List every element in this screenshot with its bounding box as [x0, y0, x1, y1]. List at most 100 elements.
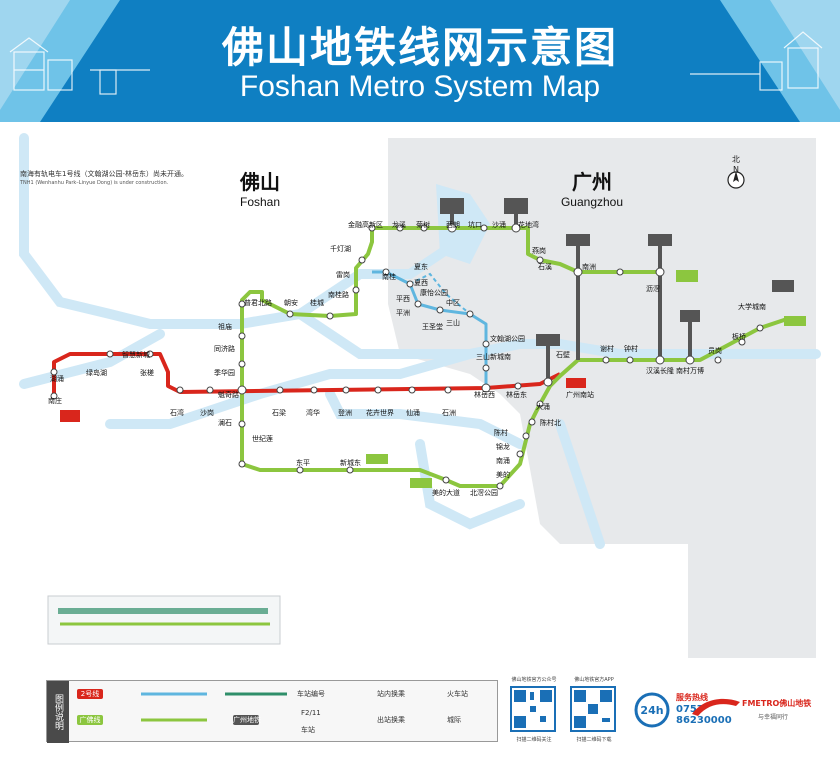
station-pingzhou[interactable]: 平洲	[396, 309, 410, 317]
station-zumiao[interactable]: 祖庙	[218, 323, 232, 331]
station-huadiwan[interactable]: 花地湾	[518, 221, 539, 229]
station-dengzhou[interactable]: 登洲	[338, 409, 352, 417]
station-shijige[interactable]: 世纪莲	[252, 435, 273, 443]
brand-slogan: 与幸福同行	[758, 714, 789, 721]
station-nancunwanbo[interactable]: 南村万博	[676, 367, 704, 375]
station-linyuedong[interactable]: 林岳东	[506, 391, 527, 399]
station-longxi[interactable]: 龙溪	[392, 221, 406, 229]
station-guangzhounan[interactable]: 广州南站	[566, 391, 594, 399]
hotline-number-area: 0757	[676, 704, 704, 715]
station-zhongcun[interactable]: 钟村	[624, 345, 638, 353]
station-shaxi[interactable]: 沙涌	[492, 221, 506, 229]
station-daxuecheng[interactable]: 大学城南	[738, 303, 766, 311]
qr-code-wechat[interactable]	[510, 686, 556, 732]
hotline-24h-icon: 24h	[634, 692, 670, 728]
map-title-chinese: 佛山地铁线网示意图	[221, 23, 618, 72]
station-nanjin[interactable]: 南桂	[382, 273, 396, 281]
station-nanzhuang[interactable]: 南庄	[48, 397, 62, 405]
legend-line-samples	[141, 692, 287, 722]
map-title-english: Foshan Metro System Map	[239, 70, 601, 103]
station-wangfu[interactable]: 王圣堂	[422, 323, 443, 331]
station-nanzhou[interactable]: 南洲	[582, 263, 596, 271]
station-meide[interactable]: 美的	[496, 471, 510, 479]
station-kuiqi[interactable]: 魁奇路	[218, 391, 239, 399]
station-lijiao[interactable]: 沥滘	[646, 285, 660, 293]
station-lvdaohu[interactable]: 绿岛湖	[86, 369, 107, 377]
qr-code-app[interactable]	[570, 686, 616, 732]
station-qiandenghu[interactable]: 千灯湖	[330, 245, 351, 253]
station-dongping[interactable]: 东平	[296, 459, 310, 467]
station-xinchengdong[interactable]: 新城东	[340, 459, 361, 467]
qr-app-caption: 扫描二维码下载	[576, 737, 612, 743]
station-kengkou[interactable]: 坑口	[468, 221, 482, 229]
station-shixi[interactable]: 石溪	[538, 263, 552, 271]
station-tongxi[interactable]: 桂城	[310, 299, 324, 307]
legend-line2: 2号线	[77, 689, 106, 699]
station-sanshanxincheng[interactable]: 三山新城南	[476, 353, 511, 361]
station-jiaoyu[interactable]: 中区	[446, 299, 460, 307]
station-chencun[interactable]: 陈村北	[540, 419, 561, 427]
station-xiadong[interactable]: 夏东	[414, 263, 428, 271]
station-xiecun[interactable]: 谢村	[600, 345, 614, 353]
station-sanshan[interactable]: 三山	[446, 319, 460, 327]
tram-route	[409, 272, 471, 315]
station-jinlong[interactable]: 锦龙	[496, 443, 510, 451]
qr-app-title: 佛山地铁官方APP	[574, 677, 614, 683]
station-shiliang[interactable]: 石梁	[272, 409, 286, 417]
station-dayong[interactable]: 大涌	[536, 403, 550, 411]
station-jihua[interactable]: 季华园	[214, 369, 235, 377]
station-yuanyue[interactable]: 员岗	[708, 347, 722, 355]
station-shibi[interactable]: 石壁	[556, 351, 570, 359]
station-zhihuixincheng[interactable]: 智慧新城	[122, 351, 150, 359]
station-linyuexi[interactable]: 林岳西	[474, 391, 495, 399]
station-juxi[interactable]: 菊树	[416, 221, 430, 229]
station-leigang[interactable]: 雷岗	[336, 271, 350, 279]
foshan-label-cn: 佛山	[240, 170, 280, 194]
legend-panel: 图例说明 2号线 广佛线 广州地铁 车站编号 F2/11 车站 站内换乘 出站换…	[46, 680, 498, 743]
station-jinrong[interactable]: 金融高新区	[348, 221, 383, 229]
station-wenhan[interactable]: 文翰湖公园	[490, 335, 525, 343]
header-right-decoration	[690, 0, 840, 122]
foshan-label-en: Foshan	[239, 195, 281, 209]
station-huhai[interactable]: 湖涌	[50, 375, 64, 383]
station-lanshi[interactable]: 澜石	[218, 419, 232, 427]
station-xiaxi[interactable]: 夏西	[414, 279, 428, 287]
north-label-en: N	[733, 165, 739, 174]
station-xianyong[interactable]: 仙涌	[406, 409, 420, 417]
qr-wechat-title: 佛山地铁官方公众号	[511, 677, 557, 683]
station-zhangcha[interactable]: 张槎	[140, 369, 154, 377]
station-tongjilu[interactable]: 同济路	[214, 345, 235, 353]
station-shiwan[interactable]: 石湾	[170, 409, 184, 417]
station-pujun[interactable]: 普君北路	[244, 299, 272, 307]
network-preview	[47, 595, 281, 645]
station-xilang[interactable]: 西朗	[446, 221, 460, 229]
station-banqiao[interactable]: 板桥	[732, 333, 746, 341]
north-arrow	[727, 171, 745, 189]
footer: 图例说明 2号线 广佛线 广州地铁 车站编号 F2/11 车站 站内换乘 出站换…	[0, 672, 840, 776]
station-beijiao[interactable]: 北滘公园	[470, 489, 498, 497]
station-huahuishijie[interactable]: 花卉世界	[366, 409, 394, 417]
qr-pattern-icon	[514, 690, 552, 728]
legend-transfer: 站内换乘	[377, 690, 405, 698]
station-shaoxi[interactable]: 石洲	[442, 409, 456, 417]
station-pingxi[interactable]: 平西	[396, 295, 410, 303]
note-chinese: 南海有轨电车1号线（文翰湖公园-林岳东）尚未开通。	[20, 170, 188, 178]
station-nanyong[interactable]: 南涌	[496, 457, 510, 465]
station-hualong[interactable]: 湾华	[306, 409, 320, 417]
station-meidedadao[interactable]: 美的大道	[432, 489, 460, 497]
station-hanxi[interactable]: 汉溪长隆	[646, 367, 674, 375]
hotline-hours: 24h	[640, 704, 663, 717]
station-nanguilu[interactable]: 南桂路	[328, 291, 349, 299]
station-chaoan[interactable]: 朝安	[284, 299, 298, 307]
legend-rail: 火车站	[447, 690, 468, 698]
legend-gz-badge: 广州地铁	[233, 715, 261, 725]
guangzhou-label-en: Guangzhou	[560, 195, 624, 209]
service-hotline: 24h 服务热线 0757 86230000	[632, 690, 732, 730]
station-chencun2[interactable]: 陈村	[494, 429, 508, 437]
station-yantai[interactable]: 燕岗	[532, 247, 546, 255]
station-kangning[interactable]: 康怡公园	[420, 289, 448, 297]
note-english: TNH1 (Wenhanhu Park–Linyue Dong) is unde…	[20, 179, 169, 186]
station-shagang[interactable]: 沙岗	[200, 409, 214, 417]
legend-code: 车站编号	[297, 690, 325, 698]
